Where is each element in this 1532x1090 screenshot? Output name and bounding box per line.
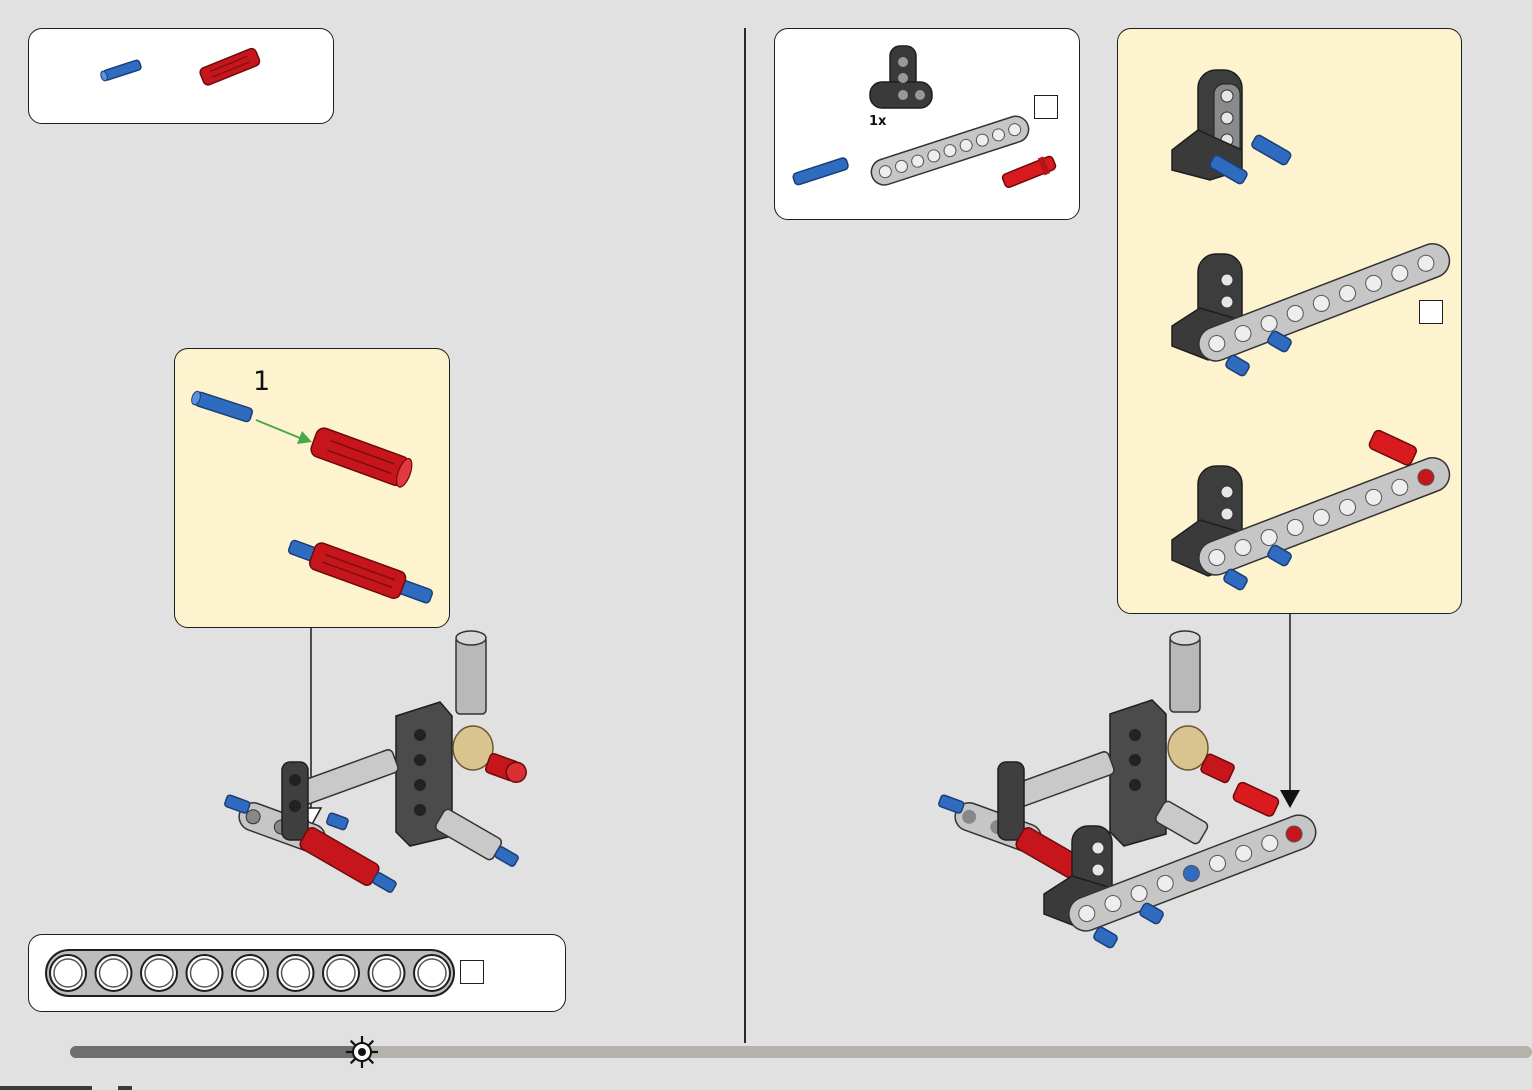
progress-fill [70,1046,362,1058]
substep-3 [1172,429,1454,591]
callout-leader-arrow-right [1280,790,1300,808]
footer-mark [0,1086,92,1090]
substep-1 [1172,70,1292,185]
sun-gear-icon [344,1034,380,1070]
footer-mark-small [118,1086,132,1090]
substep-2 [1172,239,1454,377]
model-right [938,631,1321,949]
